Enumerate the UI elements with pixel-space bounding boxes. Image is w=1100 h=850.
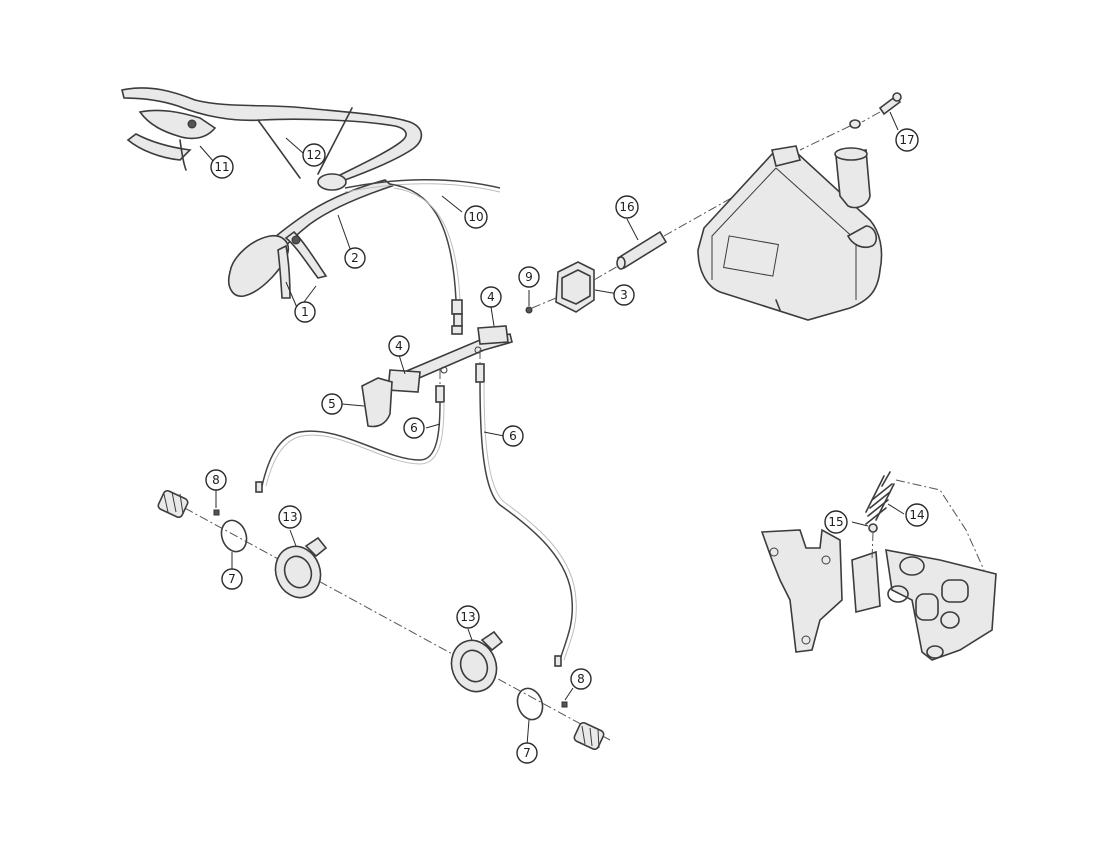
svg-text:3: 3 — [620, 288, 628, 302]
callout-9: 9 — [518, 266, 540, 288]
clip-7a — [220, 519, 248, 553]
callout-12: 12 — [302, 143, 326, 167]
pin-8b — [561, 701, 568, 708]
clip-7b — [516, 687, 544, 721]
svg-text:4: 4 — [395, 339, 403, 353]
svg-text:15: 15 — [828, 515, 843, 529]
upper-clamp — [138, 109, 217, 140]
callout-2: 2 — [344, 247, 366, 269]
svg-text:14: 14 — [909, 508, 924, 522]
washer — [849, 119, 861, 129]
svg-text:7: 7 — [228, 572, 236, 586]
bracket-4-right — [477, 325, 509, 345]
svg-text:11: 11 — [214, 160, 229, 174]
callout-13-left: 13 — [278, 505, 302, 529]
svg-text:6: 6 — [410, 421, 418, 435]
filler-cap — [834, 147, 868, 161]
pulley-13a — [274, 545, 322, 599]
callout-15: 15 — [824, 510, 848, 534]
svg-text:8: 8 — [577, 672, 585, 686]
callout-8-left: 8 — [205, 469, 227, 491]
callout-7-left: 7 — [221, 568, 243, 590]
assembly-axis — [169, 499, 611, 741]
svg-text:2: 2 — [351, 251, 359, 265]
callout-11: 11 — [210, 155, 234, 179]
washer-15 — [868, 523, 878, 533]
cables-6 — [255, 381, 577, 667]
callout-10: 10 — [464, 205, 488, 229]
lever-pivot — [291, 235, 301, 245]
ferrule-left — [435, 385, 445, 403]
cable-2 — [389, 183, 457, 301]
svg-text:1: 1 — [301, 305, 309, 319]
callout-14: 14 — [905, 503, 929, 527]
adjuster-upper — [451, 299, 463, 315]
svg-text:8: 8 — [212, 473, 220, 487]
cover-5 — [361, 377, 393, 428]
callout-3: 3 — [613, 284, 635, 306]
svg-text:10: 10 — [468, 210, 483, 224]
bracket-3-assembly — [525, 261, 626, 314]
cable-6-right — [479, 381, 574, 661]
callout-13-right: 13 — [456, 605, 480, 629]
cable-10 — [344, 178, 501, 189]
gear-right — [573, 721, 605, 751]
callout-4-right: 4 — [480, 286, 502, 308]
control-knob — [317, 173, 347, 191]
gear-left — [157, 489, 189, 519]
ferrule-right — [475, 363, 485, 383]
cross-brace — [257, 107, 353, 179]
spring-14 — [865, 471, 895, 525]
cable-6-left — [261, 401, 441, 487]
svg-text:7: 7 — [523, 746, 531, 760]
lever-11 — [126, 133, 192, 161]
pulley-13b — [450, 639, 498, 693]
clutch-assembly — [157, 489, 611, 751]
handle-grip — [228, 234, 290, 297]
svg-text:17: 17 — [899, 133, 914, 147]
pin-9 — [525, 306, 533, 314]
callout-17: 17 — [895, 128, 919, 152]
leader-lines — [199, 111, 905, 746]
svg-text:5: 5 — [328, 397, 336, 411]
callout-5: 5 — [321, 393, 343, 415]
cable-bracket-assembly — [361, 299, 513, 428]
plate-right — [885, 549, 997, 661]
fuel-tank — [697, 92, 902, 321]
callout-7-right: 7 — [516, 742, 538, 764]
lever-11-link — [179, 139, 187, 171]
callout-6-left: 6 — [403, 417, 425, 439]
svg-text:13: 13 — [460, 610, 475, 624]
svg-text:6: 6 — [509, 429, 517, 443]
callout-8-right: 8 — [570, 668, 592, 690]
handlebar-upper — [121, 87, 423, 181]
callout-16: 16 — [615, 195, 639, 219]
callout-4-left: 4 — [388, 335, 410, 357]
svg-text:12: 12 — [306, 148, 321, 162]
bracket-4-left — [387, 369, 421, 393]
pivot-bolt — [187, 119, 197, 129]
svg-text:13: 13 — [282, 510, 297, 524]
filler-neck — [835, 149, 871, 209]
callout-1: 1 — [294, 301, 316, 323]
pin-8a — [213, 509, 220, 516]
slide-block — [851, 550, 881, 614]
rod-16 — [616, 195, 736, 270]
svg-text:4: 4 — [487, 290, 495, 304]
svg-text:9: 9 — [525, 270, 533, 284]
callout-6-right: 6 — [502, 425, 524, 447]
handlebar-assembly — [121, 87, 501, 301]
shift-plate-assembly — [760, 471, 997, 661]
svg-text:16: 16 — [619, 200, 634, 214]
adjuster-nut — [453, 313, 463, 327]
